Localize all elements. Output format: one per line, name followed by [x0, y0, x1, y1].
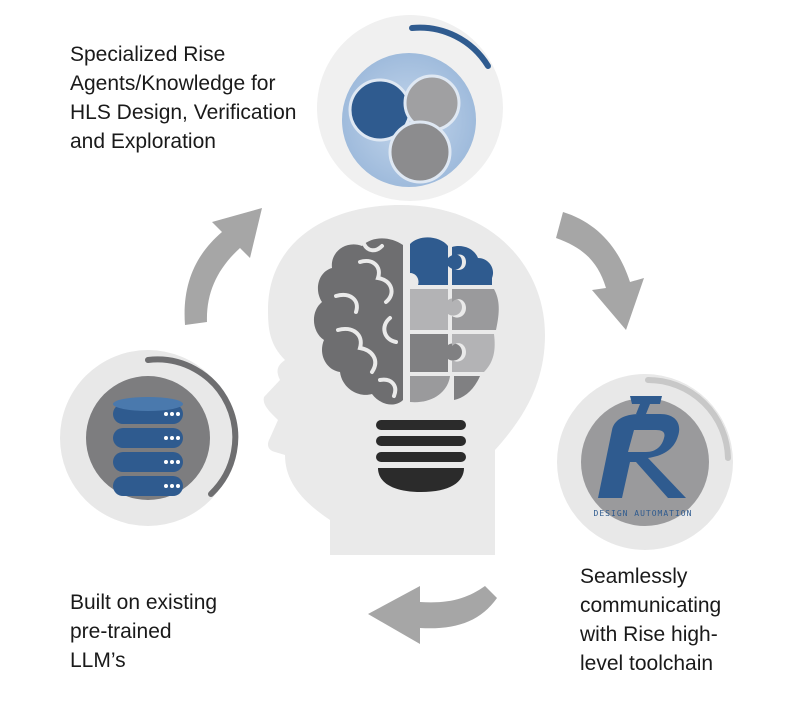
- rise-logo-icon: [598, 396, 686, 498]
- brain-left-hemisphere: [313, 238, 403, 405]
- label-bottom-right-line-4: level toolchain: [580, 652, 714, 675]
- label-top-line-2: Agents/Knowledge for: [70, 72, 276, 95]
- label-bottom-left-line-2: pre-trained: [70, 620, 172, 643]
- arrow-right-to-left: [368, 586, 497, 644]
- label-bottom-right-line-1: Seamlessly: [580, 565, 688, 588]
- label-top-line-4: and Exploration: [70, 130, 216, 153]
- label-top: Specialized Rise Agents/Knowledge for HL…: [70, 40, 296, 156]
- brain-right-hemisphere-puzzle: [410, 237, 499, 403]
- logo-caption: DESIGN AUTOMATION: [594, 509, 693, 518]
- overlapping-circles-icon: [342, 53, 476, 187]
- top-node: [317, 15, 503, 201]
- lightbulb-base: [376, 420, 466, 492]
- label-bottom-left-line-3: LLM’s: [70, 649, 126, 672]
- left-node-progress-arc: [145, 356, 239, 497]
- label-top-line-1: Specialized Rise: [70, 43, 226, 66]
- label-bottom-right-line-3: with Rise high-: [580, 623, 718, 646]
- database-icon: [113, 397, 183, 496]
- label-bottom-right: Seamlessly communicating with Rise high-…: [580, 562, 721, 678]
- label-bottom-left-line-1: Built on existing: [70, 591, 218, 614]
- head-silhouette: [263, 205, 545, 555]
- label-bottom-left: Built on existing pre-trained LLM’s: [70, 588, 217, 675]
- top-node-progress-arc: [409, 24, 491, 69]
- label-bottom-right-line-2: communicating: [580, 594, 722, 617]
- left-node: [60, 350, 239, 526]
- arrow-left-to-top: [184, 208, 262, 325]
- right-node-progress-arc: [645, 377, 731, 461]
- arrow-top-to-right: [556, 212, 644, 330]
- label-top-line-3: HLS Design, Verification: [70, 101, 297, 124]
- right-node: DESIGN AUTOMATION: [557, 374, 733, 550]
